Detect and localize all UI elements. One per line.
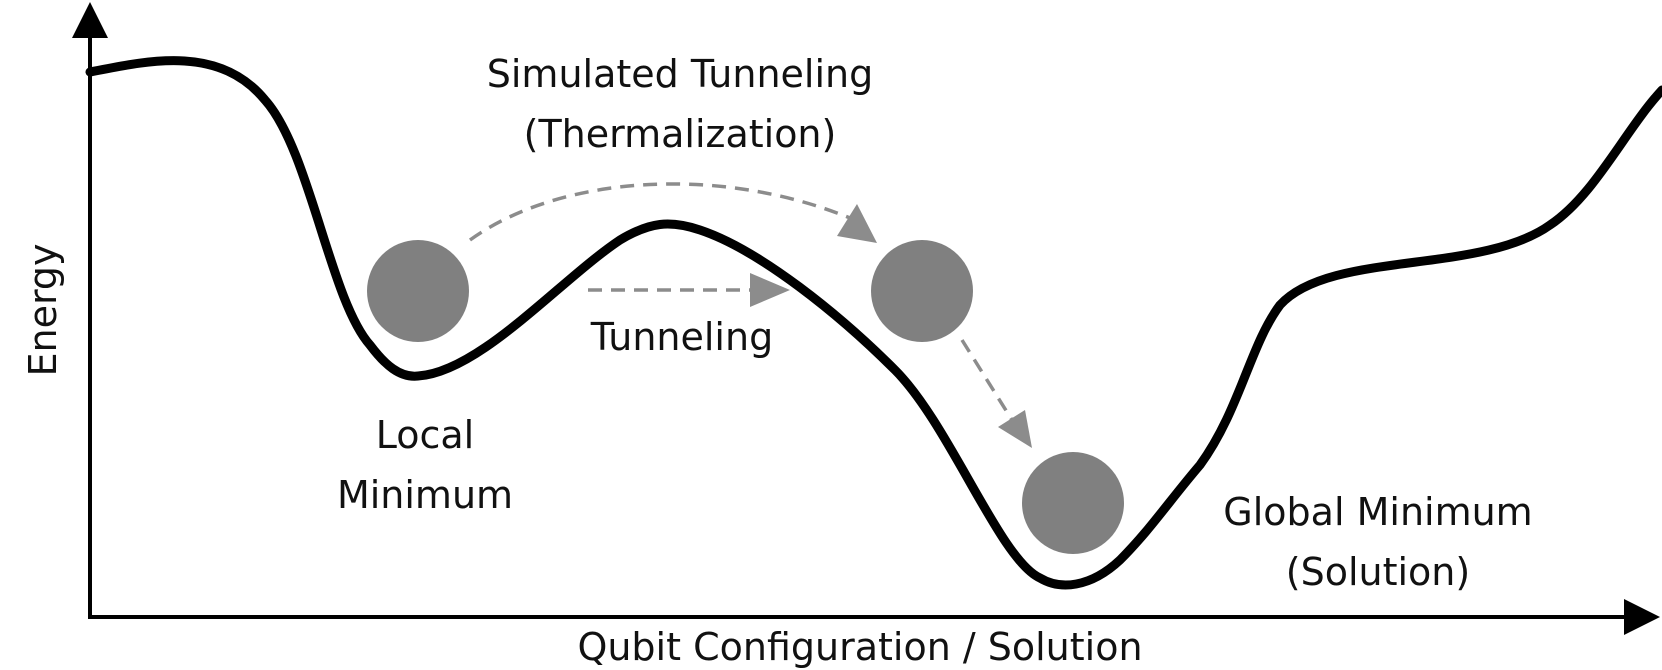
simulated-tunneling-label-line1: Simulated Tunneling [487, 52, 874, 96]
ball-global-minimum [1022, 452, 1124, 554]
descent-arrowhead [998, 410, 1032, 448]
y-axis-label: Energy [21, 243, 65, 376]
simulated-tunneling-arrowhead [837, 204, 877, 243]
descent-arrow [960, 339, 1014, 421]
global-minimum-label-line2: (Solution) [1286, 550, 1470, 594]
global-minimum-label-line1: Global Minimum [1223, 490, 1532, 534]
x-axis-arrowhead [1624, 599, 1660, 635]
x-axis-label: Qubit Configuration / Solution [577, 625, 1142, 669]
energy-curve [85, 56, 1662, 590]
ball-local-minimum [367, 240, 469, 342]
y-axis-arrowhead [72, 2, 108, 38]
simulated-tunneling-label-line2: (Thermalization) [524, 112, 837, 156]
local-minimum-label-line1: Local [376, 413, 475, 457]
tunneling-arrowhead [750, 273, 790, 307]
ball-barrier-side [871, 240, 973, 342]
simulated-tunneling-arrow [468, 182, 851, 242]
local-minimum-label-line2: Minimum [337, 473, 513, 517]
tunneling-label: Tunneling [590, 315, 773, 359]
